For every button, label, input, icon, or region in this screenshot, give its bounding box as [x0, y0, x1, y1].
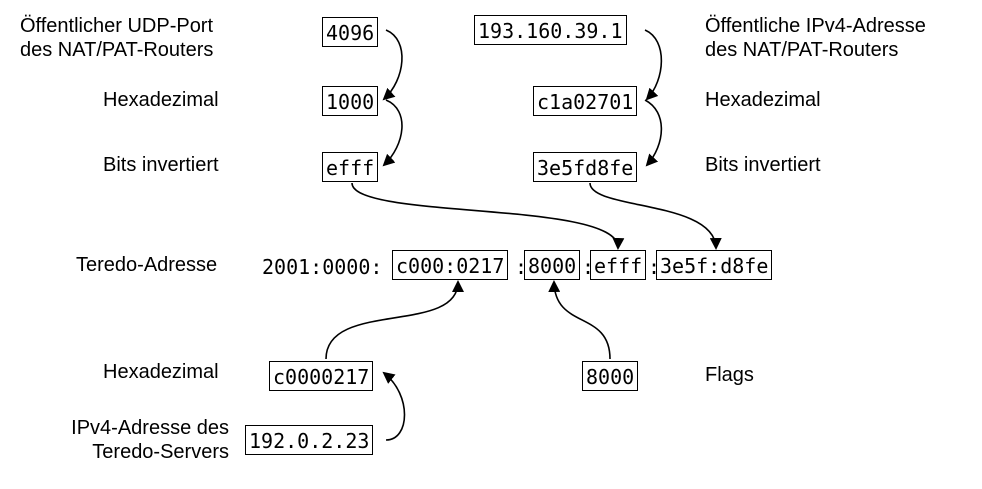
arrow-server-hex-to-teredo: [325, 280, 464, 360]
label-hex-left: Hexadezimal: [103, 89, 219, 111]
arrow-ip-hex-to-inverted: [644, 99, 663, 167]
label-ipv4-public: Öffentliche IPv4-Adresse des NAT/PAT-Rou…: [705, 14, 926, 62]
server-ip-box: 192.0.2.23: [245, 425, 374, 455]
server-hex-box: c0000217: [269, 361, 374, 391]
port-inverted-box: efff: [322, 152, 379, 182]
label-bits-right: Bits invertiert: [705, 154, 821, 176]
label-ipv4-public-line1: Öffentliche IPv4-Adresse: [705, 15, 926, 37]
teredo-port-segment: efff: [590, 250, 647, 280]
arrow-flags-to-teredo: [548, 280, 611, 360]
teredo-flags-segment: 8000: [524, 250, 581, 280]
arrow-port-inverted-to-teredo: [351, 182, 625, 250]
label-flags: Flags: [705, 364, 754, 386]
port-decimal-box: 4096: [322, 17, 379, 47]
label-ipv4-public-line2: des NAT/PAT-Routers: [705, 39, 899, 61]
arrow-ip-inverted-to-teredo: [589, 182, 722, 250]
teredo-server-segment: c000:0217: [392, 250, 509, 280]
label-udp-port-line1: Öffentlicher UDP-Port: [20, 15, 214, 37]
label-hex-bottom: Hexadezimal: [103, 361, 219, 383]
label-udp-port: Öffentlicher UDP-Port des NAT/PAT-Router…: [20, 14, 213, 62]
teredo-ip-segment: 3e5f:d8fe: [656, 250, 773, 280]
arrow-ip-to-hex: [644, 29, 663, 101]
public-ip-inverted-box: 3e5fd8fe: [533, 152, 638, 182]
label-hex-right: Hexadezimal: [705, 89, 821, 111]
label-udp-port-line2: des NAT/PAT-Routers: [20, 39, 214, 61]
label-teredo: Teredo-Adresse: [76, 254, 218, 276]
arrow-port-hex-to-inverted: [382, 99, 403, 167]
teredo-prefix: 2001:0000:: [262, 255, 383, 279]
label-ipv4-server-line1: IPv4-Adresse des: [71, 417, 229, 439]
arrow-port-to-hex: [382, 29, 403, 101]
flags-box: 8000: [582, 361, 639, 391]
arrow-server-ip-to-hex: [382, 371, 406, 441]
public-ip-box: 193.160.39.1: [474, 15, 627, 45]
public-ip-hex-box: c1a02701: [533, 86, 638, 116]
label-ipv4-server-line2: Teredo-Servers: [92, 441, 229, 463]
port-hex-box: 1000: [322, 86, 379, 116]
label-bits-left: Bits invertiert: [103, 154, 219, 176]
label-ipv4-server: IPv4-Adresse des Teredo-Servers: [30, 416, 229, 464]
